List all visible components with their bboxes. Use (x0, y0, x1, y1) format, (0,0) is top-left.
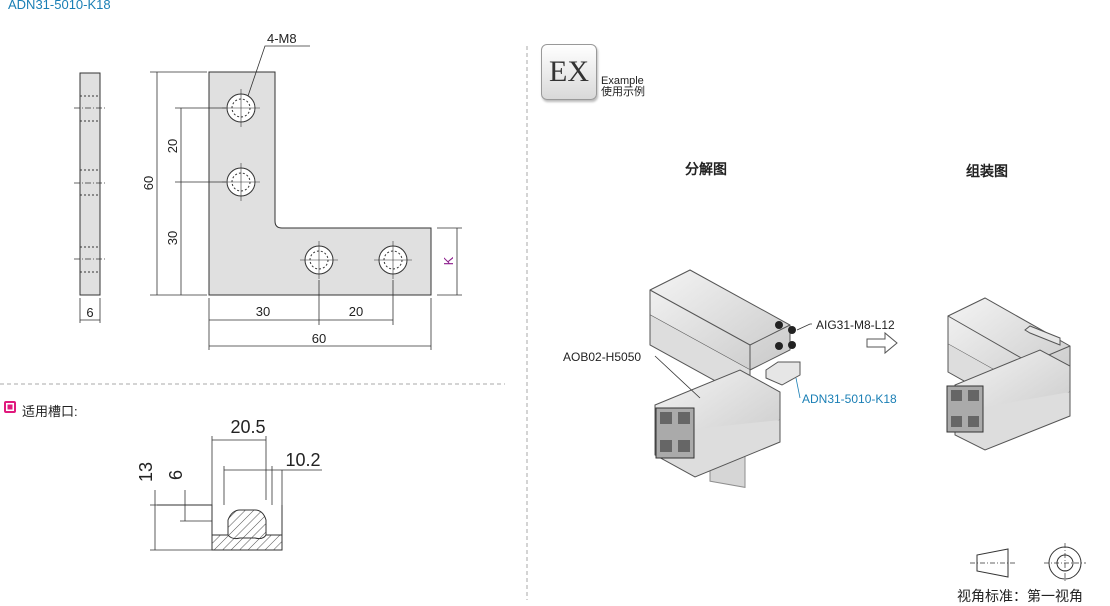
callout-profile: AOB02-H5050 (563, 350, 641, 364)
front-view: 4-M8 60 20 30 30 20 60 K (141, 31, 462, 350)
projection-standard-label: 视角标准：第一视角 (957, 588, 1083, 604)
exploded-heading: 分解图 (685, 161, 727, 177)
assembled-heading: 组装图 (966, 163, 1008, 179)
slot-title: 适用槽口: (22, 404, 78, 419)
dim-lower: 30 (165, 231, 180, 245)
dim-k-label: K (441, 256, 456, 265)
example-label: Example 使用示例 (601, 76, 645, 98)
callout-bracket: ADN31-5010-K18 (802, 392, 897, 406)
hole-spec-label: 4-M8 (267, 31, 297, 46)
example-badge: EX (541, 44, 597, 100)
dim-height: 60 (141, 176, 156, 190)
example-label-en: Example (601, 75, 644, 87)
first-angle-projection-icon (970, 543, 1086, 583)
slot-section: 20.5 10.2 13 6 (4, 401, 322, 551)
part-number-title: ADN31-5010-K18 (8, 0, 111, 12)
side-view: 6 (74, 72, 106, 323)
example-label-cn: 使用示例 (601, 86, 645, 98)
slot-marker-icon (4, 401, 16, 413)
callout-screw: AIG31-M8-L12 (816, 318, 895, 332)
transform-arrow-icon (866, 331, 898, 355)
dim-thickness: 6 (86, 305, 93, 320)
slot-dim-depth-inner: 6 (166, 470, 186, 480)
slot-dim-width-inner: 10.2 (285, 450, 320, 470)
exploded-view: AIG31-M8-L12 AOB02-H5050 ADN31-5010-K18 (563, 269, 897, 488)
dim-upper-pitch: 20 (165, 139, 180, 153)
dim-bottom-left: 30 (256, 304, 270, 319)
dim-bottom-right: 20 (349, 304, 363, 319)
bracket-plate (208, 71, 432, 296)
assembled-view (946, 297, 1071, 451)
slot-dim-depth: 13 (136, 462, 156, 482)
dim-width: 60 (312, 331, 326, 346)
slot-dim-width-top: 20.5 (230, 417, 265, 437)
